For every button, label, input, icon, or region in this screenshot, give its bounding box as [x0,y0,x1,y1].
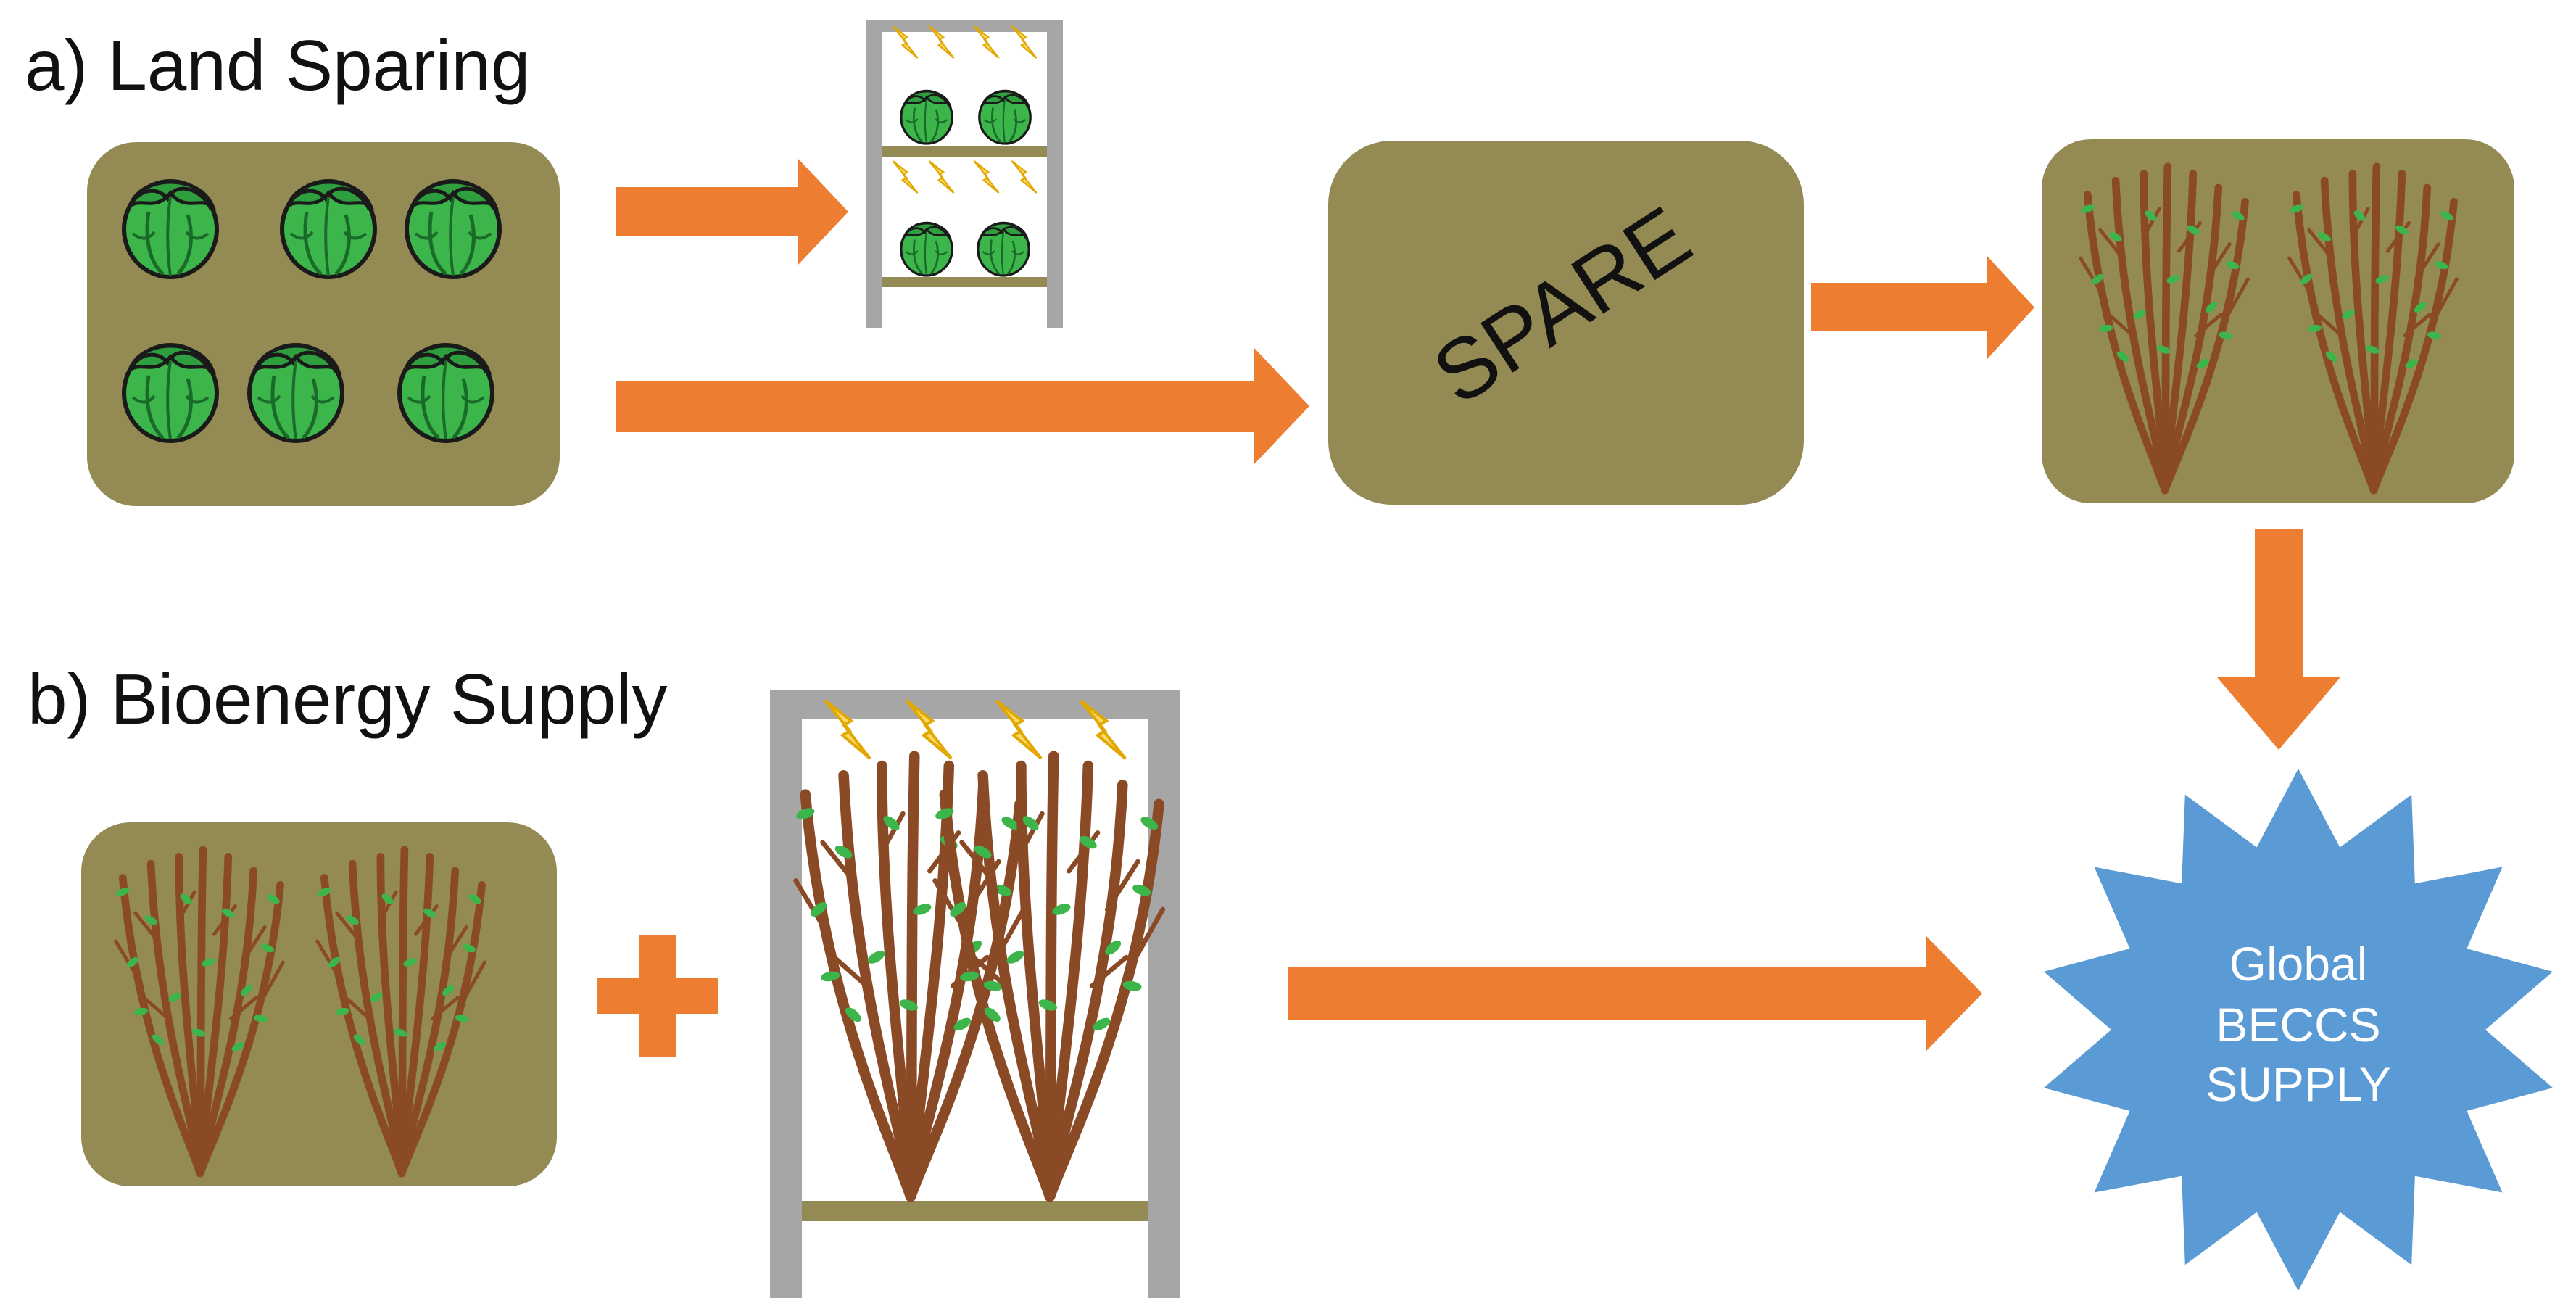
large-vertical-farm [770,690,1180,1298]
star-line-supply: SUPPLY [2206,1057,2391,1111]
heading-bioenergy-supply: b) Bioenergy Supply [28,659,668,739]
small-vertical-farm [866,20,1063,328]
lettuce-icon [978,89,1032,145]
lettuce-icon [124,181,217,277]
plus-icon [597,935,718,1057]
lettuce-icon [407,181,500,277]
arrow-to-beccs [1288,935,1982,1051]
arrow-to-spared-bioenergy-field [1811,255,2034,360]
arrow-down-to-beccs [2217,529,2340,750]
lettuce-icon [282,181,375,277]
lettuce-icon [900,89,953,145]
lightning-icon [1011,160,1038,194]
lettuce-icon [399,345,492,441]
arrow-to-vertical-farm [616,158,848,265]
lettuce-icon [977,221,1030,277]
lightning-icon [973,160,1000,194]
lettuce-icon [900,221,953,277]
lightning-icon [892,160,919,194]
beccs-star: Global BECCS SUPPLY [2044,769,2553,1291]
spare-box [1328,141,1804,505]
star-line-beccs: BECCS [2216,998,2380,1051]
lettuce-icon [124,345,217,441]
arrow-to-spare [616,348,1309,464]
shrub-icon [934,756,1163,1197]
heading-land-sparing: a) Land Sparing [25,25,530,105]
lettuce-icon [249,345,342,441]
lightning-icon [928,160,955,194]
star-line-global: Global [2229,937,2368,991]
